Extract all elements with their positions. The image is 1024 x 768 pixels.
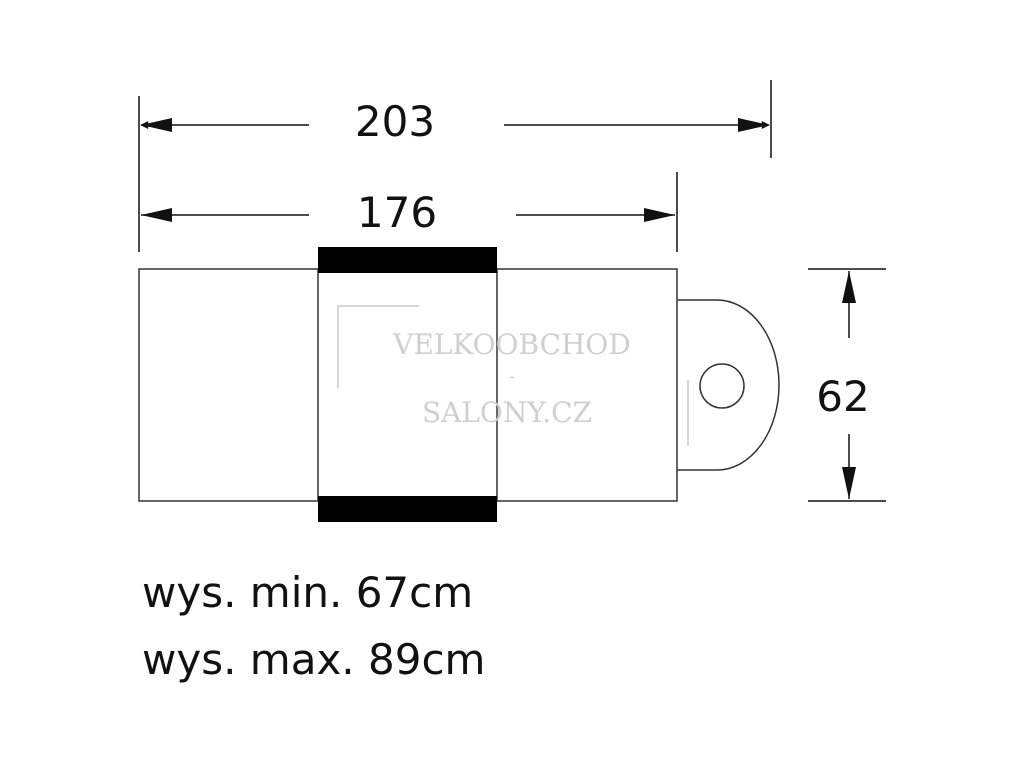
top-armrest-band [318,247,497,273]
arrowhead-left [141,208,172,222]
headrest-outline [677,299,780,471]
watermark-bracket-left [337,305,419,388]
width-label: 62 [816,372,869,421]
overall-length-label: 203 [355,97,435,146]
height-min-note: wys. min. 67cm [142,568,474,617]
bed-outline [138,268,678,502]
arrowhead-left [141,118,172,132]
arrowhead-top [842,271,856,303]
watermark-line1: VELKOOBCHOD [392,328,631,361]
bed-length-dimension: 176 [138,158,678,252]
width-dimension: 62 [808,268,886,502]
arrowhead-right [644,208,675,222]
overall-length-dimension: 203 [138,80,772,158]
watermark: VELKOOBCHOD - SALONY.CZ [337,305,689,446]
watermark-line2: SALONY.CZ [422,396,592,429]
face-hole-icon [699,363,745,409]
arrowhead-right [738,118,769,132]
bed-length-label: 176 [357,188,437,237]
watermark-separator: - [509,366,515,387]
height-max-note: wys. max. 89cm [142,635,486,684]
bottom-armrest-band [318,496,497,522]
arrowhead-bottom [842,467,856,499]
bed-top-view [138,247,780,522]
